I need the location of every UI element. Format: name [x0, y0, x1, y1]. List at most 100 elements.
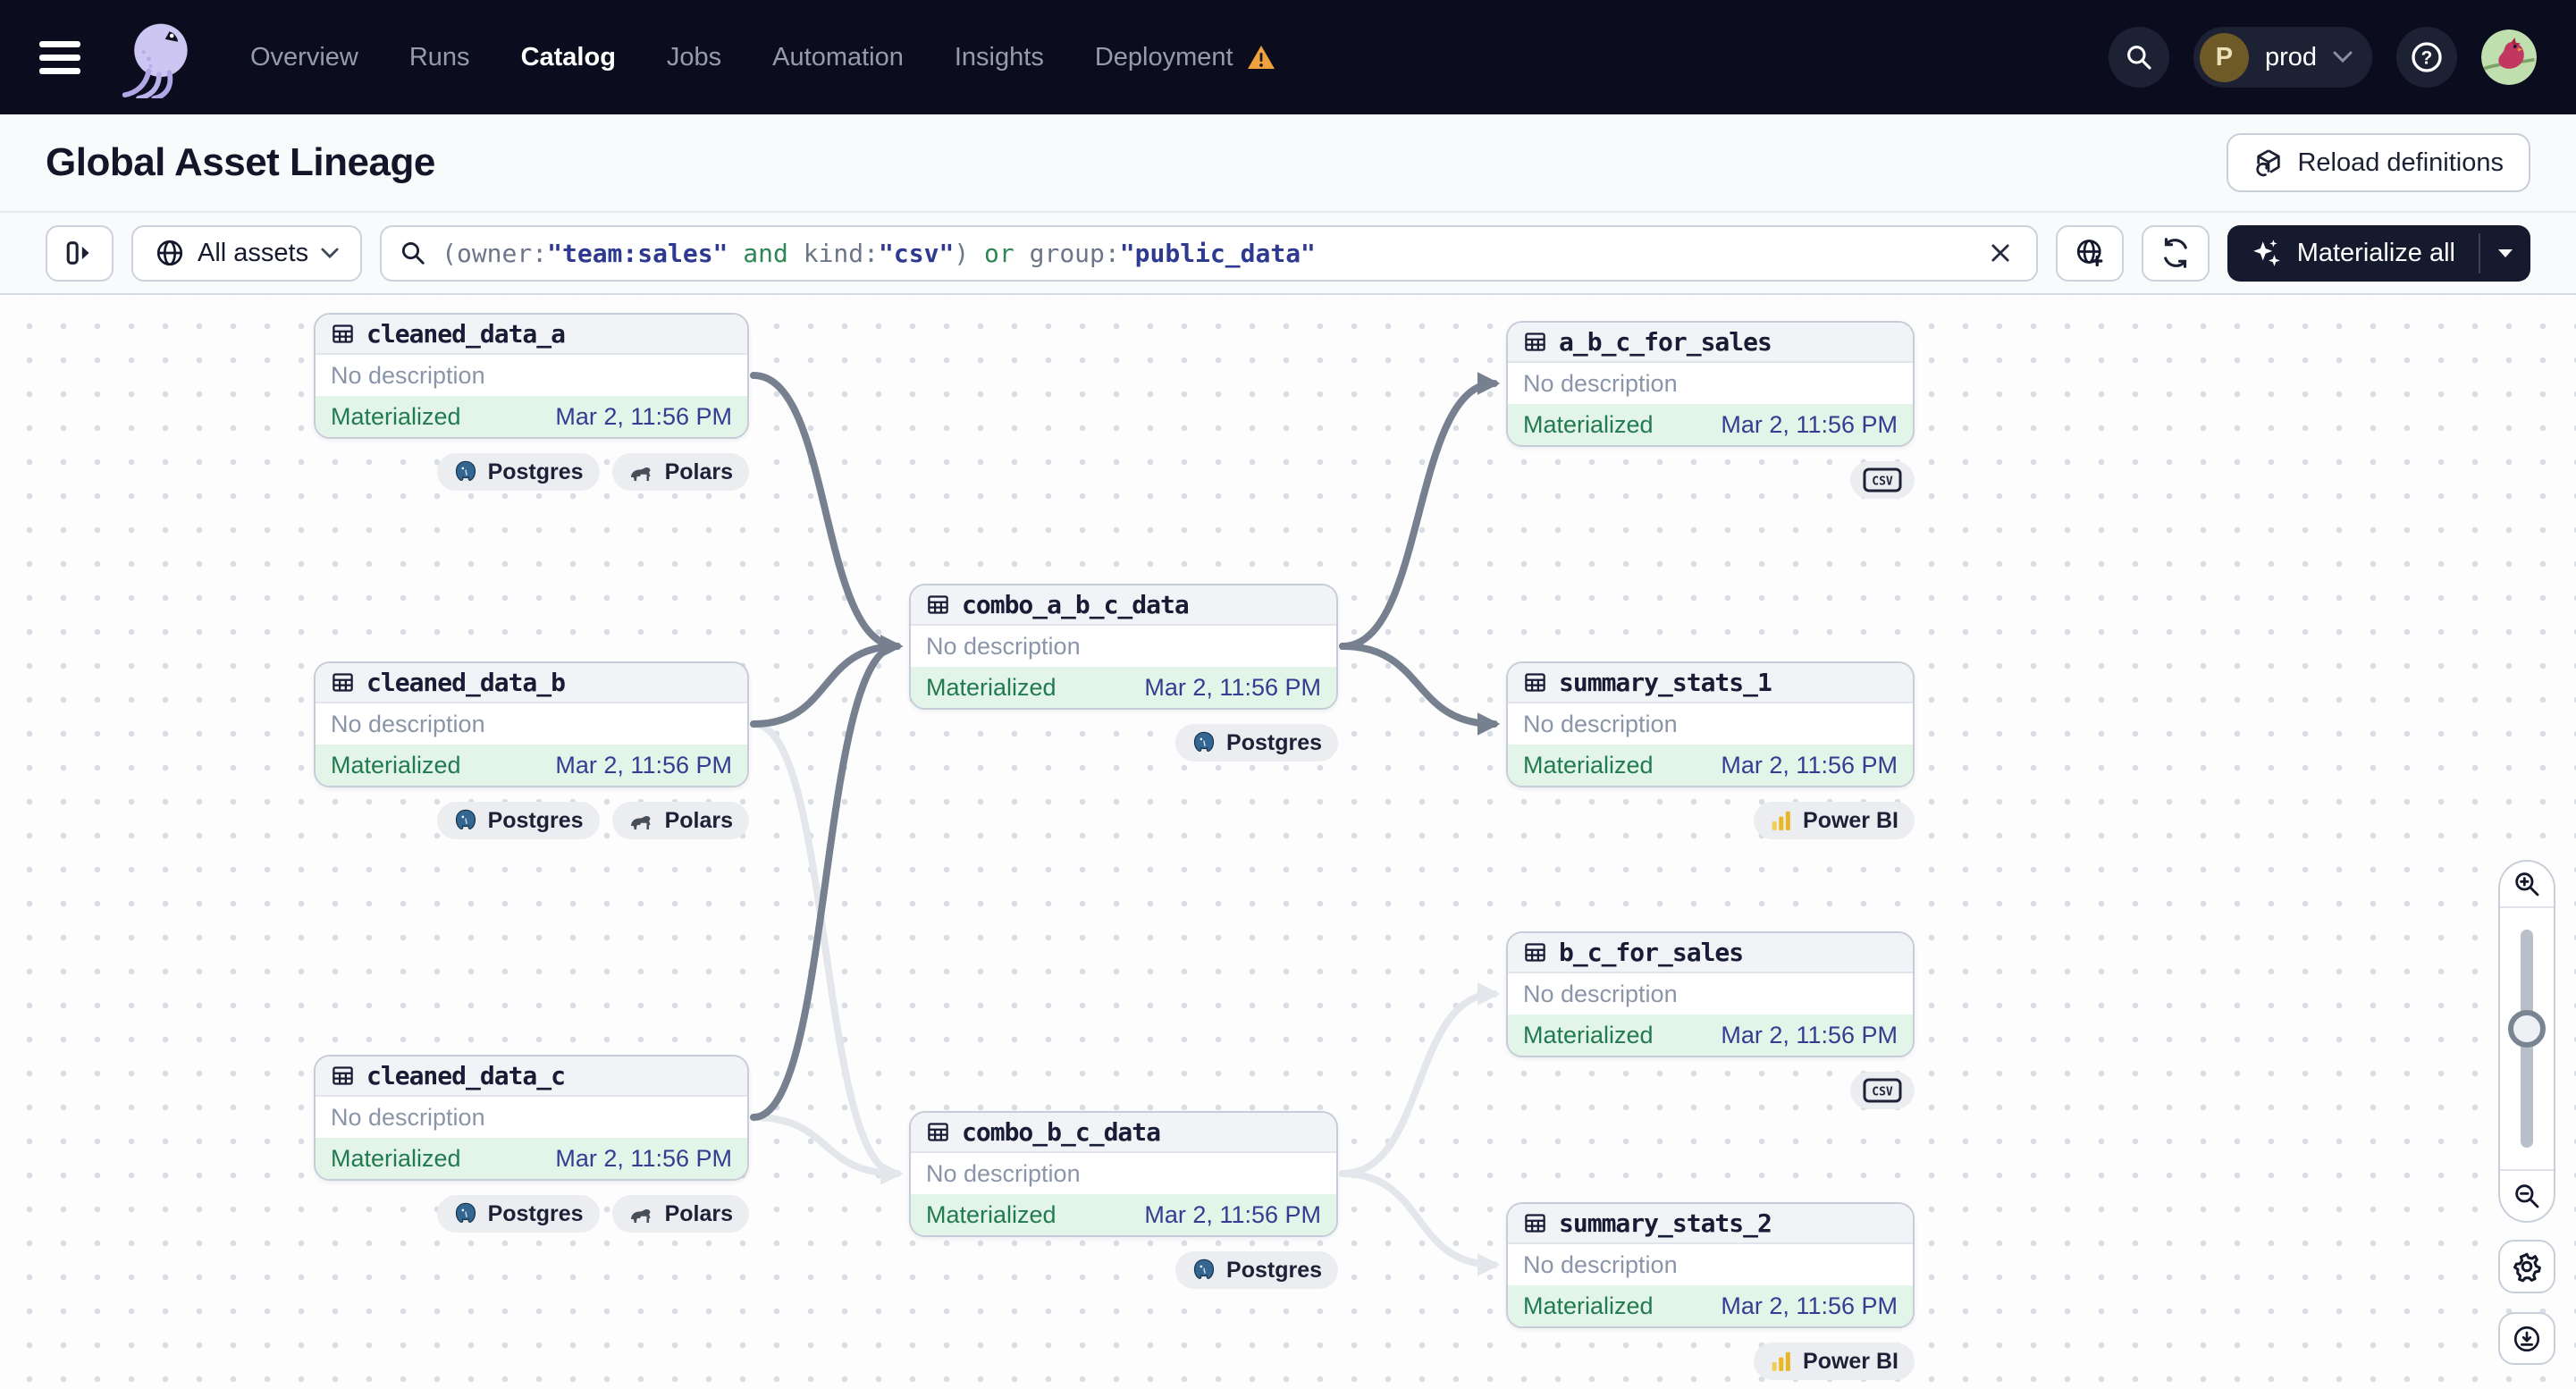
zoom-slider-thumb[interactable] — [2508, 1010, 2546, 1048]
table-icon — [333, 1066, 353, 1085]
kind-badge-polars[interactable]: Polars — [611, 802, 749, 839]
kind-badge-label: Postgres — [1226, 729, 1322, 755]
asset-name: summary_stats_2 — [1559, 1208, 1772, 1238]
globe-icon — [156, 240, 183, 266]
materialization-timestamp[interactable]: Mar 2, 11:56 PM — [555, 1144, 732, 1172]
query-token: ) — [954, 238, 985, 268]
kind-badge-postgres[interactable]: Postgres — [436, 453, 600, 491]
kind-badge-polars[interactable]: Polars — [611, 1195, 749, 1233]
zoom-out-button[interactable] — [2500, 1169, 2554, 1221]
environment-switcher[interactable]: P prod — [2193, 27, 2372, 88]
view-full-graph-button[interactable] — [2055, 224, 2124, 282]
kind-badge-powerbi[interactable]: Power BI — [1754, 802, 1915, 839]
asset-description: No description — [1523, 980, 1678, 1007]
materialization-timestamp[interactable]: Mar 2, 11:56 PM — [555, 751, 732, 779]
materialization-timestamp[interactable]: Mar 2, 11:56 PM — [555, 402, 732, 430]
materialization-timestamp[interactable]: Mar 2, 11:56 PM — [1144, 1200, 1321, 1228]
page-header: Global Asset Lineage Reload definitions — [0, 114, 2576, 213]
lineage-edge-cleaned_data_c-to-combo_b_c_data — [750, 1114, 904, 1185]
kind-badge-powerbi[interactable]: Power BI — [1754, 1343, 1915, 1380]
status-badge: Materialized — [926, 673, 1056, 701]
kind-badge-polars[interactable]: Polars — [611, 453, 749, 491]
asset-description: No description — [1523, 369, 1678, 397]
table-icon — [1525, 1214, 1545, 1233]
global-search-button[interactable] — [2108, 27, 2169, 88]
menu-button[interactable] — [39, 37, 91, 78]
zoom-in-button[interactable] — [2500, 862, 2554, 908]
nav-item-deployment[interactable]: Deployment — [1095, 43, 1275, 72]
nav-item-catalog[interactable]: Catalog — [520, 42, 616, 72]
help-button[interactable]: ? — [2396, 27, 2457, 88]
powerbi-icon — [1772, 811, 1790, 830]
graph-settings-button[interactable] — [2498, 1240, 2555, 1293]
reload-definitions-button[interactable]: Reload definitions — [2227, 133, 2530, 192]
materialize-all-button[interactable]: Materialize all — [2227, 225, 2479, 282]
asset-description: No description — [331, 361, 485, 389]
lineage-edge-cleaned_data_a-to-combo_a_b_c_data — [750, 372, 904, 658]
kind-badge-postgres[interactable]: Postgres — [1175, 724, 1338, 762]
clear-query-button[interactable] — [1983, 235, 2018, 271]
environment-avatar: P — [2199, 32, 2249, 82]
nav-item-jobs[interactable]: Jobs — [666, 42, 722, 72]
asset-scope-dropdown[interactable]: All assets — [131, 224, 363, 282]
powerbi-icon — [1772, 1351, 1790, 1371]
kind-badge-label: Postgres — [487, 459, 584, 484]
materialization-timestamp[interactable]: Mar 2, 11:56 PM — [1721, 1292, 1898, 1319]
nav-item-automation[interactable]: Automation — [772, 42, 904, 72]
materialization-timestamp[interactable]: Mar 2, 11:56 PM — [1721, 1021, 1898, 1048]
refresh-button[interactable] — [2141, 224, 2210, 282]
asset-description: No description — [1523, 1250, 1678, 1278]
query-token: "public_data" — [1119, 238, 1316, 268]
asset-description: No description — [926, 1159, 1081, 1187]
table-icon — [333, 673, 353, 692]
user-avatar[interactable] — [2481, 29, 2537, 85]
status-badge: Materialized — [1523, 410, 1654, 438]
sparkle-icon — [2252, 240, 2280, 266]
cardinal-avatar-image — [2481, 29, 2537, 85]
csv-icon: CSV — [1863, 1078, 1902, 1103]
dagster-logo — [118, 16, 200, 98]
asset-status-row: Materialized Mar 2, 11:56 PM — [1508, 404, 1913, 445]
materialize-options-button[interactable] — [2480, 225, 2530, 282]
asset-node-header: combo_b_c_data — [911, 1113, 1336, 1153]
kind-badge-postgres[interactable]: Postgres — [1175, 1251, 1338, 1289]
open-asset-panel-button[interactable] — [46, 224, 114, 282]
asset-kind-badges: Postgres Polars — [314, 802, 749, 839]
kind-badge-label: Polars — [664, 807, 733, 833]
warning-icon — [1247, 45, 1275, 69]
nav-item-overview[interactable]: Overview — [250, 42, 358, 72]
nav-item-runs[interactable]: Runs — [408, 42, 470, 72]
kind-badge-postgres[interactable]: Postgres — [436, 1195, 600, 1233]
zoom-slider[interactable] — [2500, 908, 2554, 1169]
kind-badge-postgres[interactable]: Postgres — [436, 802, 600, 839]
materialization-timestamp[interactable]: Mar 2, 11:56 PM — [1721, 751, 1898, 779]
download-graph-button[interactable] — [2498, 1312, 2555, 1365]
gear-icon — [2513, 1252, 2541, 1283]
asset-kind-badges: Postgres — [909, 724, 1338, 762]
octopus-logo-icon — [122, 23, 188, 98]
materialization-timestamp[interactable]: Mar 2, 11:56 PM — [1721, 410, 1898, 438]
kind-badge-csv[interactable]: CSV — [1850, 461, 1915, 499]
kind-badge-label: Polars — [664, 459, 733, 484]
asset-node-header: cleaned_data_a — [316, 315, 747, 355]
table-icon — [333, 324, 353, 343]
nav-item-insights[interactable]: Insights — [954, 42, 1044, 72]
asset-name: cleaned_data_b — [366, 668, 566, 697]
materialization-timestamp[interactable]: Mar 2, 11:56 PM — [1144, 673, 1321, 701]
asset-selection-query[interactable]: (owner:"team:sales" and kind:"csv") or g… — [442, 239, 1967, 268]
kind-badge-csv[interactable]: CSV — [1850, 1072, 1915, 1109]
asset-search-input[interactable]: (owner:"team:sales" and kind:"csv") or g… — [380, 224, 2038, 282]
